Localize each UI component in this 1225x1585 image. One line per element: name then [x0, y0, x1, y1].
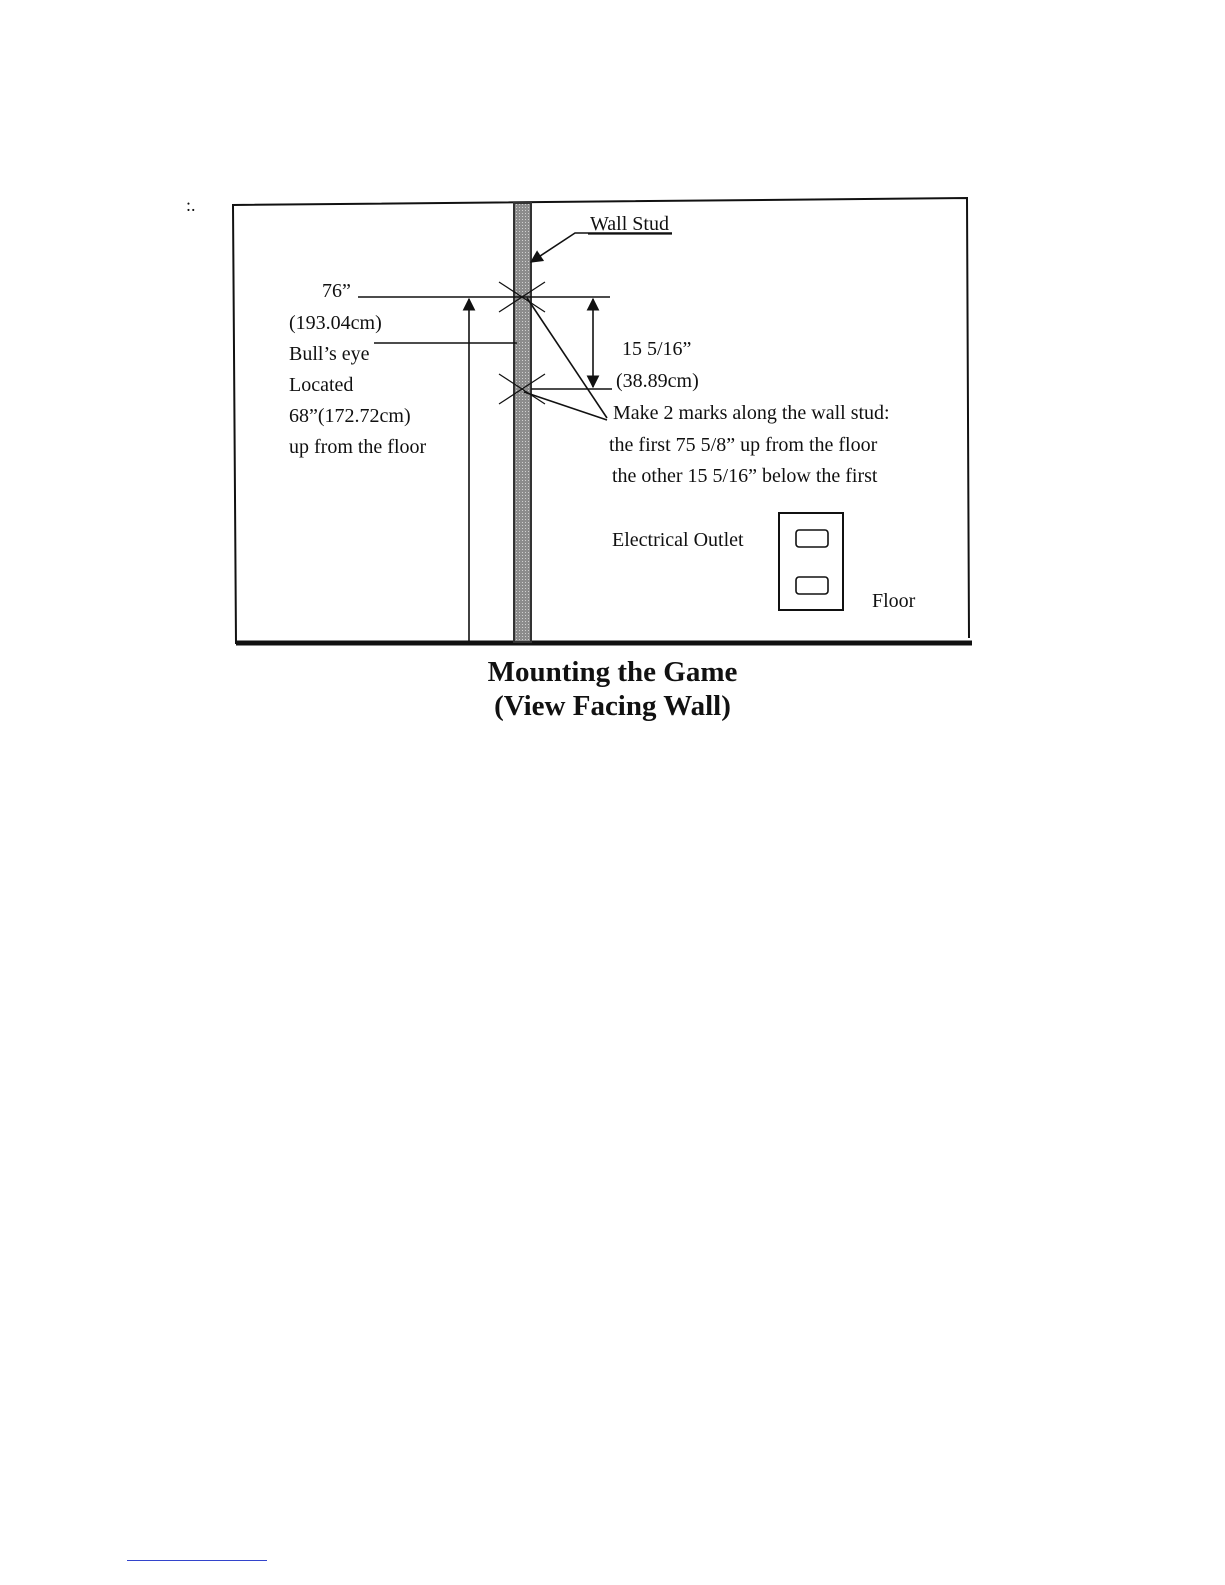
marks-pointer-lower: [524, 392, 607, 420]
bullseye-label-line3: 68”(172.72cm): [289, 405, 411, 427]
floor-label: Floor: [872, 590, 916, 612]
outlet-label: Electrical Outlet: [612, 529, 744, 551]
electrical-outlet: [779, 513, 843, 610]
caption-title: Mounting the Game: [0, 654, 1225, 690]
bullseye-label-line2: Located: [289, 374, 353, 396]
gap-cm-label: (38.89cm): [616, 370, 699, 392]
height-inches-label: 76”: [322, 280, 351, 302]
bullseye-label-line4: up from the floor: [289, 436, 427, 458]
bullseye-label-line1: Bull’s eye: [289, 343, 370, 365]
footnote-rule: [127, 1560, 267, 1561]
height-cm-label: (193.04cm): [289, 312, 382, 334]
wall-stud: [514, 203, 531, 642]
outlet-socket-bottom: [796, 577, 828, 594]
marks-instruction-line2: the first 75 5/8” up from the floor: [609, 434, 878, 456]
outlet-socket-top: [796, 530, 828, 547]
marks-instruction-line1: Make 2 marks along the wall stud:: [613, 402, 890, 424]
wall-stud-label: Wall Stud: [590, 213, 669, 235]
caption-subtitle: (View Facing Wall): [0, 688, 1225, 724]
wall-stud-pointer: [531, 233, 672, 262]
marks-instruction-line3: the other 15 5/16” below the first: [612, 465, 878, 487]
gap-inches-label: 15 5/16”: [622, 338, 691, 360]
